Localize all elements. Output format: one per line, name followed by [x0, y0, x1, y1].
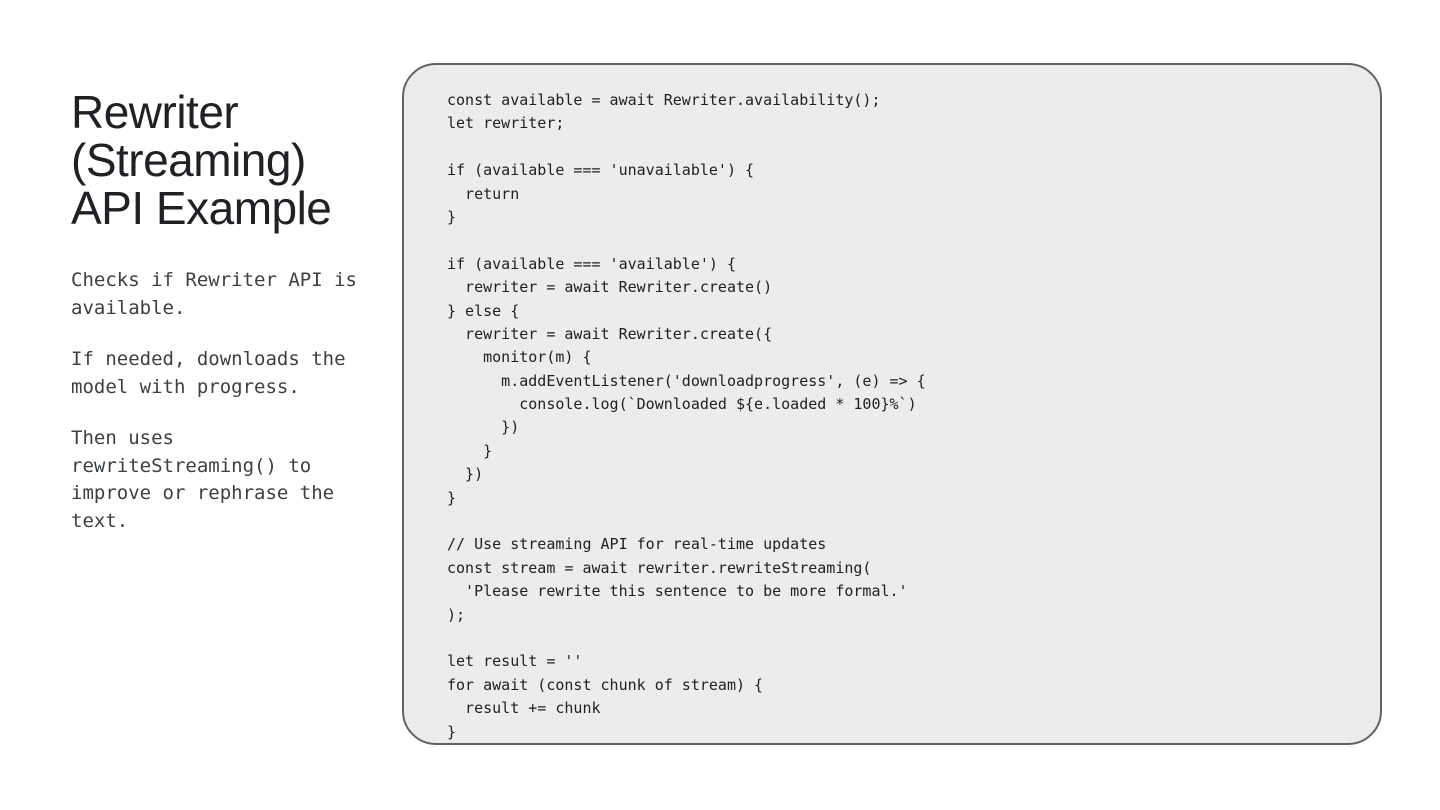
code-line: 'Please rewrite this sentence to be more…: [447, 582, 908, 601]
code-line: monitor(m) {: [447, 348, 592, 367]
slide-title: Rewriter (Streaming) API Example: [71, 88, 371, 232]
code-line: [447, 229, 926, 252]
slide-description: Checks if Rewriter API is available. If …: [71, 267, 361, 559]
code-line: }): [447, 418, 520, 437]
code-line: // Use streaming API for real-time updat…: [447, 535, 827, 554]
code-line: [447, 510, 926, 533]
code-line: let rewriter;: [447, 114, 565, 133]
code-line: if (available === 'available') {: [447, 254, 736, 273]
code-line: const stream = await rewriter.rewriteStr…: [447, 558, 872, 577]
code-line: rewriter = await Rewriter.create(): [447, 278, 773, 297]
code-line: );: [447, 605, 466, 624]
code-line: [447, 136, 926, 159]
code-line: result += chunk: [447, 699, 601, 718]
code-line: return: [447, 184, 520, 203]
code-line: }: [447, 441, 493, 460]
code-line: [447, 627, 926, 650]
description-paragraph: If needed, downloads the model with prog…: [71, 348, 346, 398]
code-line: console.log(`Downloaded ${e.loaded * 100…: [447, 395, 917, 414]
code-line: const available = await Rewriter.availab…: [447, 91, 881, 109]
code-line: }): [447, 465, 484, 484]
code-line: }: [447, 488, 457, 507]
code-line: } else {: [447, 301, 520, 320]
description-paragraph: Checks if Rewriter API is available.: [71, 269, 357, 319]
slide-title-line: API Example: [71, 182, 332, 234]
code-line: m.addEventListener('downloadprogress', (…: [447, 371, 926, 390]
slide-title-line: Rewriter: [71, 86, 239, 138]
code-line: for await (const chunk of stream) {: [447, 675, 764, 694]
code-line: let result = '': [447, 652, 583, 671]
code-line: if (available === 'unavailable') {: [447, 161, 755, 180]
slide-title-line: (Streaming): [71, 134, 306, 186]
code-line: }: [447, 722, 457, 741]
description-paragraph: Then uses rewriteStreaming() to improve …: [71, 427, 335, 532]
code-line: rewriter = await Rewriter.create({: [447, 324, 773, 343]
code-block: const available = await Rewriter.availab…: [447, 89, 926, 743]
code-panel: const available = await Rewriter.availab…: [402, 63, 1382, 745]
code-line: }: [447, 207, 457, 226]
